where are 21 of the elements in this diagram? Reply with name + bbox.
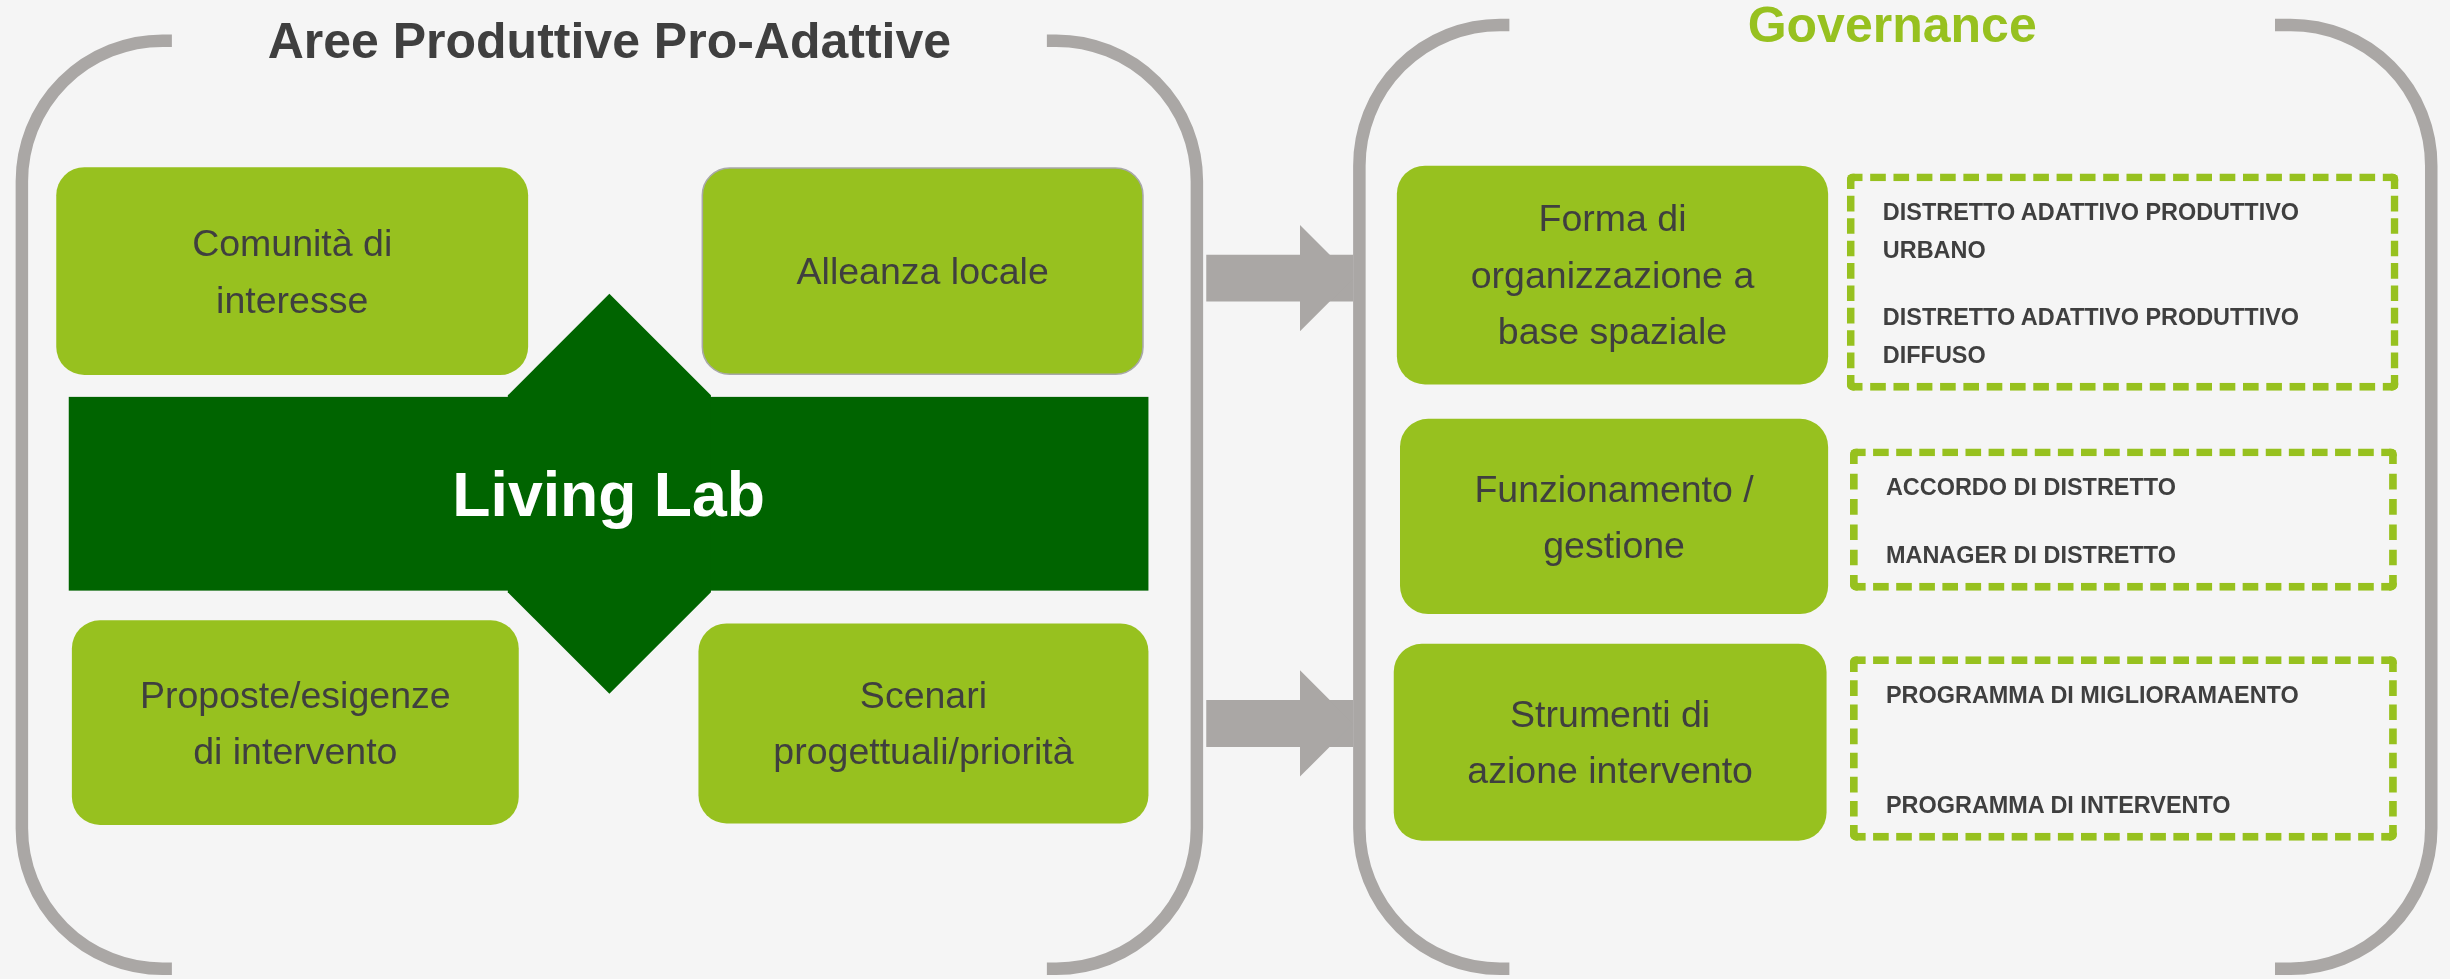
block-arrow bbox=[1206, 670, 1354, 777]
list-item: PROGRAMMA DI INTERVENTO bbox=[1885, 789, 2232, 820]
process-box: Funzionamento / gestione bbox=[1400, 418, 1829, 615]
list-item: DISTRETTO ADATTIVO PRODUTTIVO URBANO bbox=[1882, 197, 2301, 265]
group-title: Aree Produttive Pro-Adattive bbox=[266, 12, 953, 71]
dashed-list-box bbox=[1850, 656, 2397, 841]
list-item: MANAGER DI DISTRETTO bbox=[1885, 539, 2177, 570]
list-item: DISTRETTO ADATTIVO PRODUTTIVO DIFFUSO bbox=[1882, 302, 2301, 370]
dashed-list-box bbox=[1846, 173, 2399, 391]
group-title: Governance bbox=[1746, 0, 2038, 55]
process-box: Scenari progettuali/priorità bbox=[698, 623, 1149, 824]
block-arrow bbox=[1206, 225, 1354, 332]
list-item: ACCORDO DI DISTRETTO bbox=[1885, 472, 2177, 502]
process-box: Strumenti di azione intervento bbox=[1393, 643, 1827, 841]
dashed-list-box bbox=[1850, 448, 2397, 591]
process-box: Forma di organizzazione a base spaziale bbox=[1396, 165, 1829, 385]
list-item: PROGRAMMA DI MIGLIORAMAENTO bbox=[1885, 680, 2300, 710]
process-box: Proposte/esigenze di intervento bbox=[71, 620, 519, 825]
banner-title: Living Lab bbox=[452, 458, 765, 529]
process-box: Alleanza locale bbox=[701, 167, 1144, 375]
process-box: Comunità di interesse bbox=[56, 167, 529, 375]
